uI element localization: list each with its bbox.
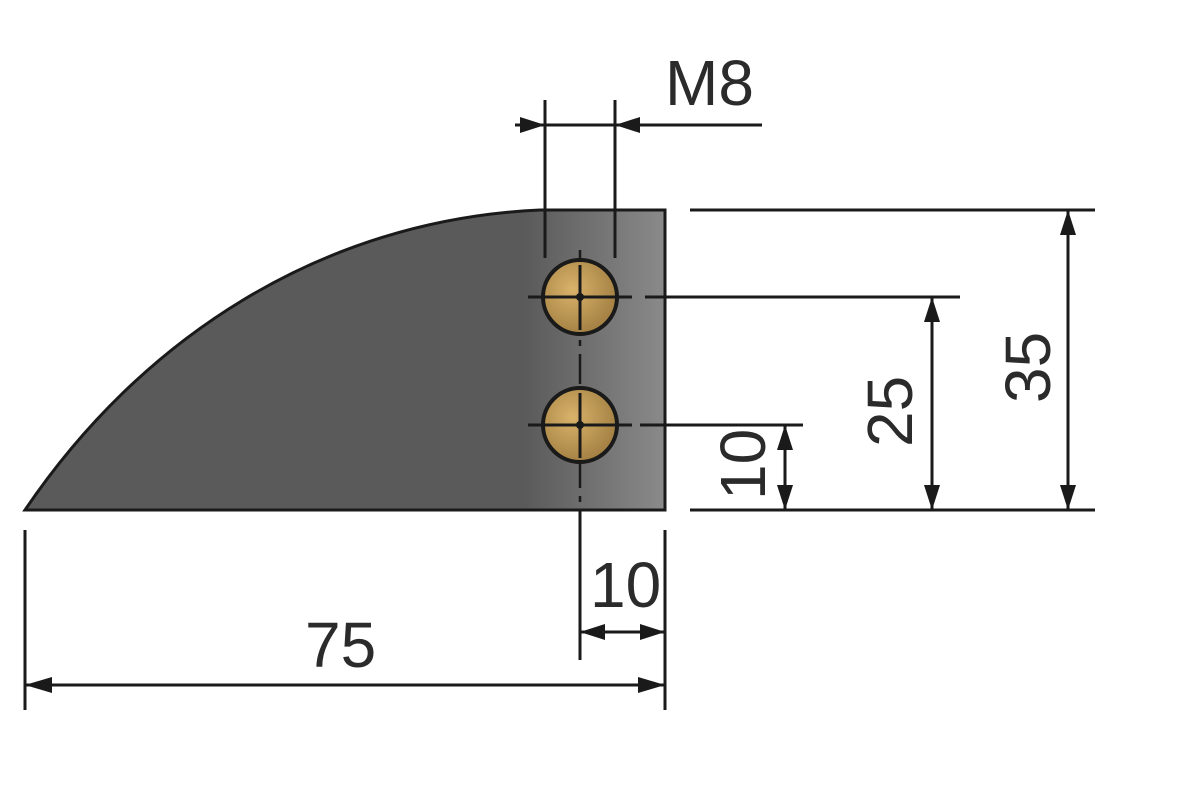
upper-threaded-insert	[528, 258, 632, 336]
upper-hole-height-dimension: 25	[854, 297, 940, 510]
part-body	[22, 208, 667, 512]
total-height-label: 35	[992, 332, 1064, 403]
upper-hole-height-label: 25	[854, 376, 926, 447]
lower-hole-height-dimension: 10	[707, 425, 793, 510]
lower-hole-height-label: 10	[707, 429, 779, 500]
thread-dimension: M8	[515, 47, 762, 258]
total-height-dimension: 35	[992, 210, 1076, 510]
lower-threaded-insert	[528, 386, 632, 464]
length-dimension: 75	[23, 530, 667, 710]
length-label: 75	[305, 609, 376, 681]
hole-offset-dimension: 10	[580, 549, 665, 640]
hole-offset-label: 10	[590, 549, 661, 621]
thread-label: M8	[665, 47, 754, 119]
